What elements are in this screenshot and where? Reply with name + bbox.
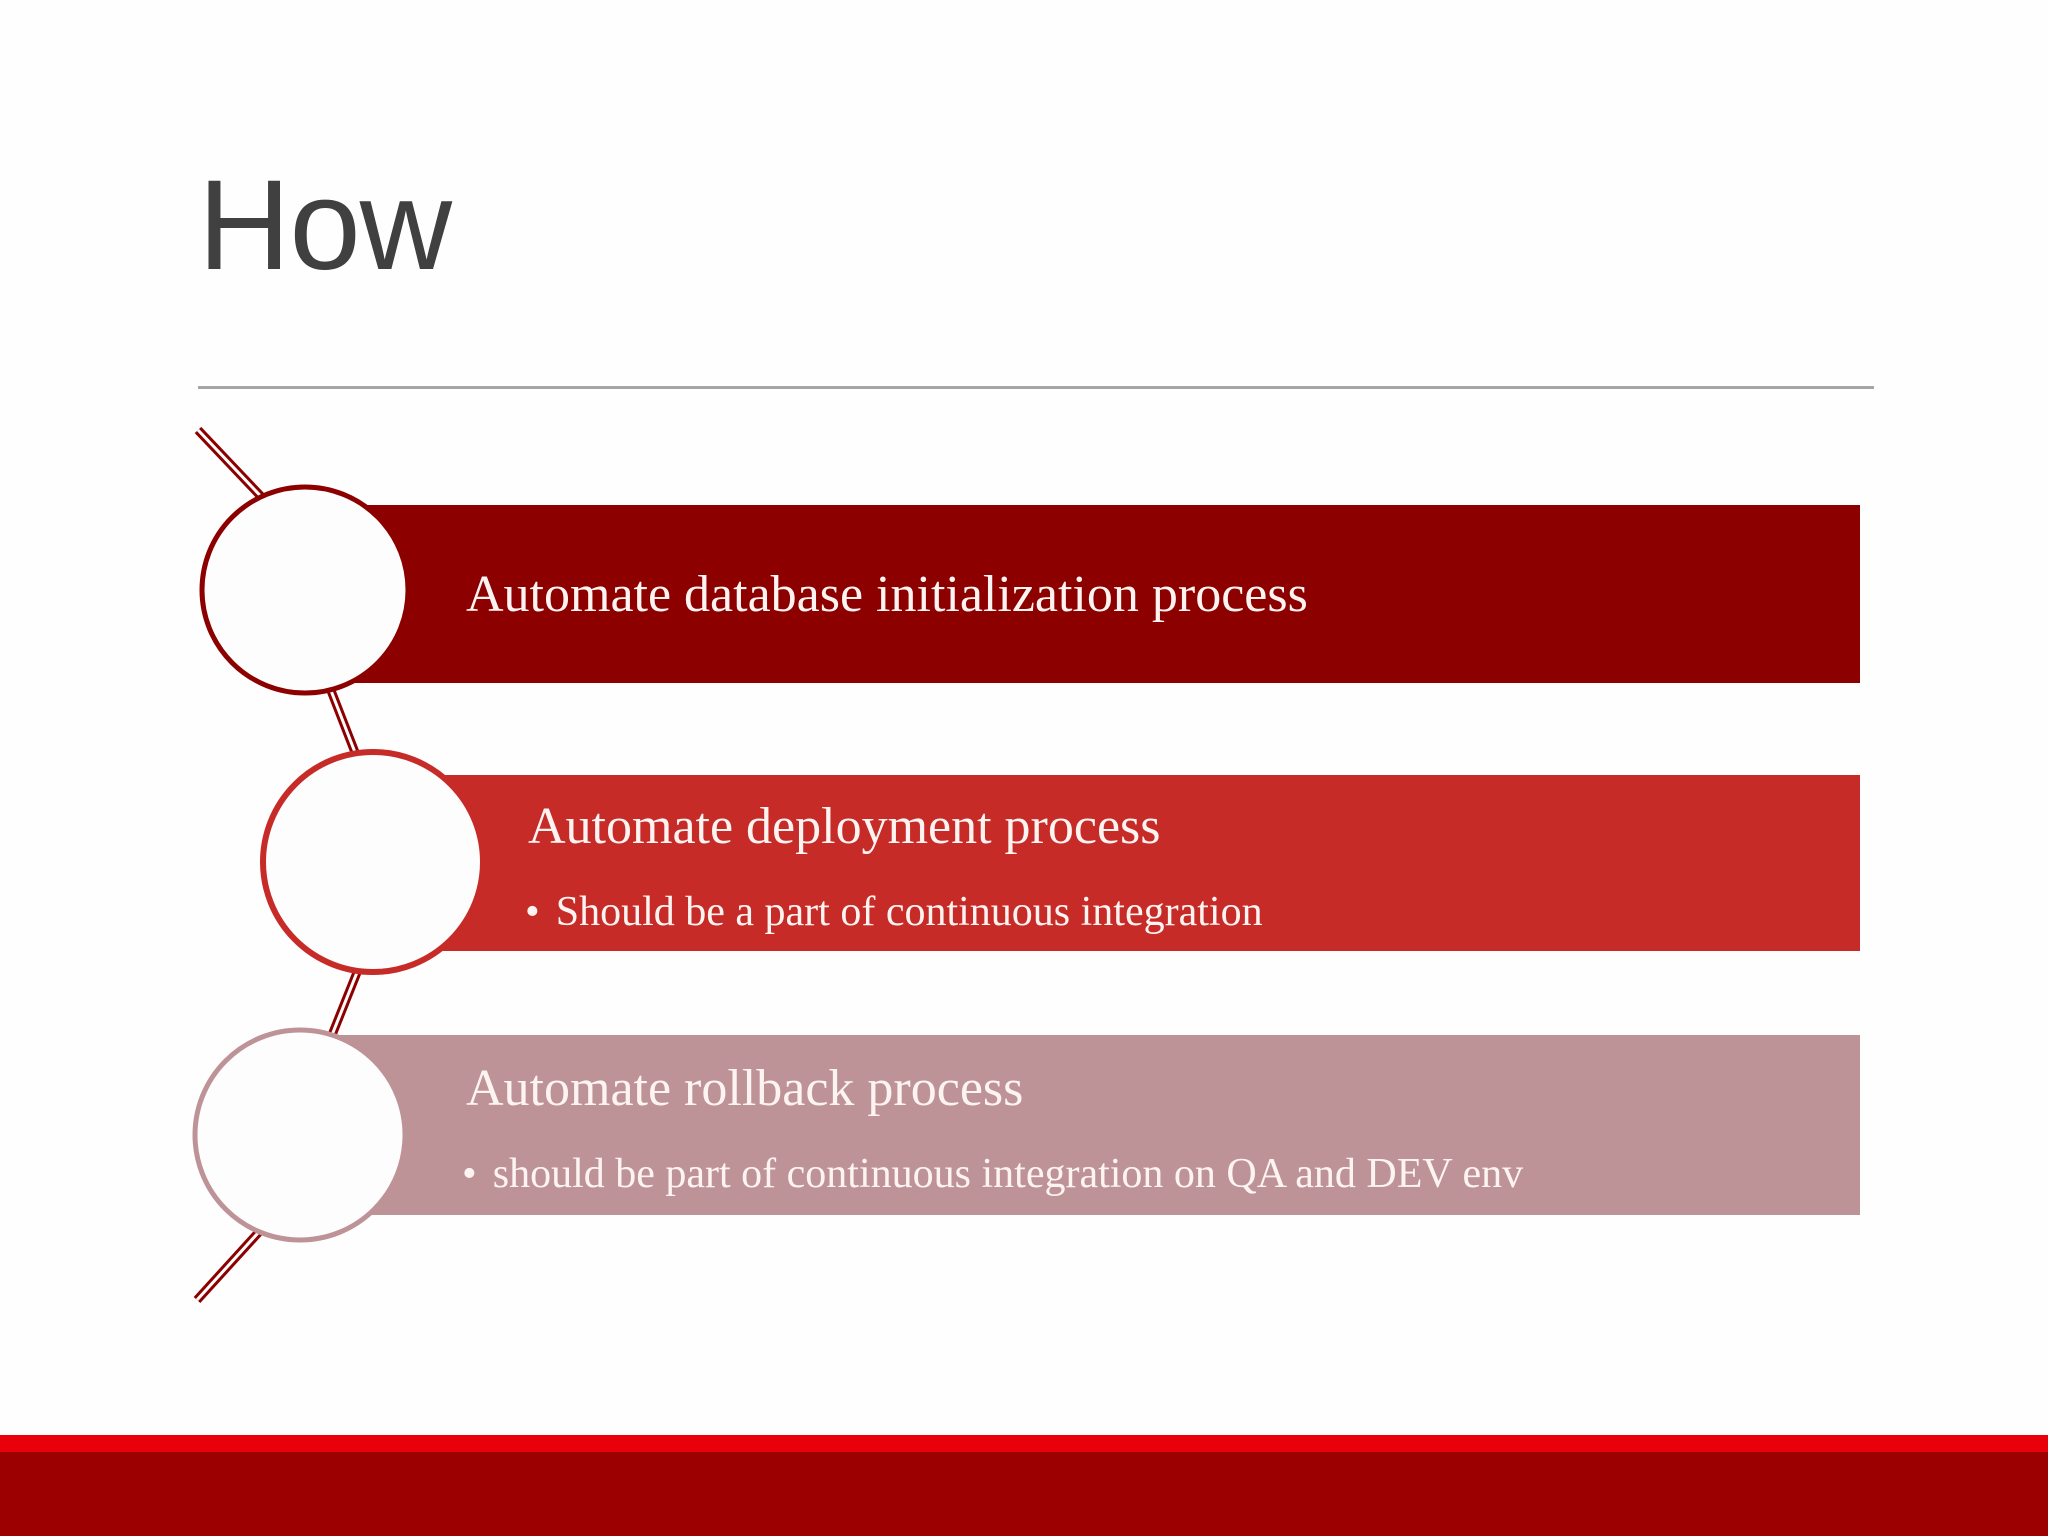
connector-2-3 [325,963,365,1042]
step-circle-3[interactable] [192,1027,408,1243]
band-2-shape[interactable] [400,775,1860,951]
footer-bar [0,1452,2048,1536]
step-circle-2[interactable] [260,749,486,975]
step-circle-1[interactable] [199,484,411,696]
title-divider [198,386,1874,389]
band-1-shape[interactable] [330,505,1860,683]
connector-1-2 [325,686,363,762]
connector-bottom-tail [193,1218,272,1304]
band-3-shape[interactable] [330,1035,1860,1215]
slide-footer [0,1435,2048,1536]
footer-accent-stripe [0,1435,2048,1452]
page-title: How [198,154,452,297]
